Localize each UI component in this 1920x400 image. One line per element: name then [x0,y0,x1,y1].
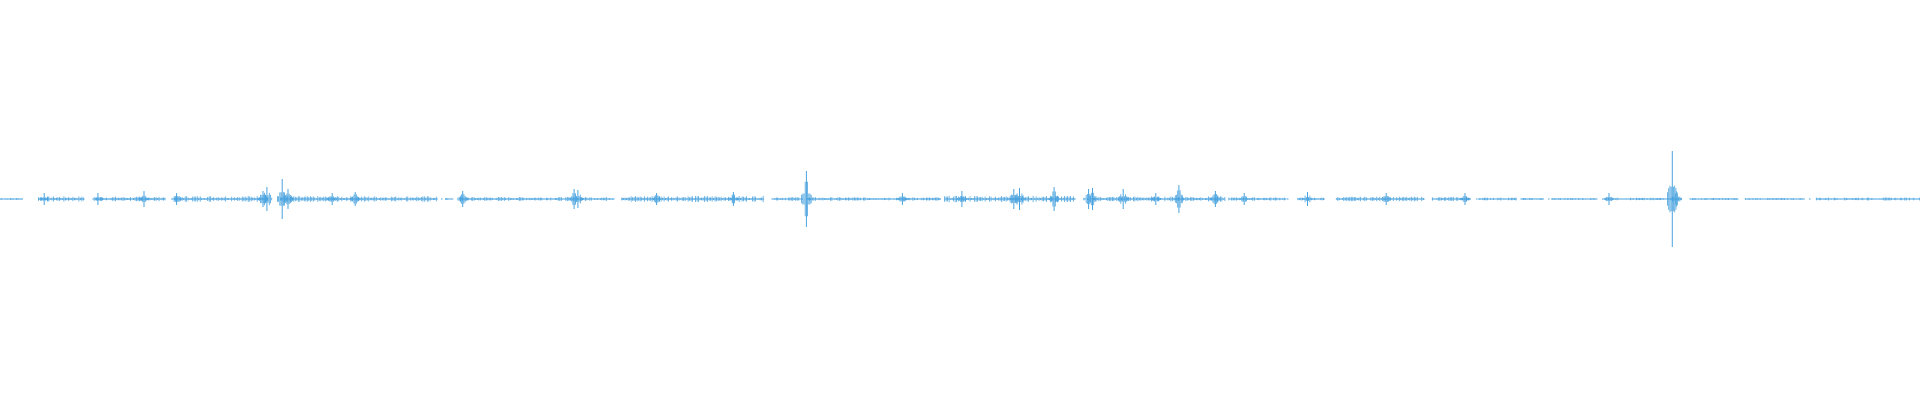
waveform-dot [1755,198,1757,200]
waveform-dot [216,198,218,200]
waveform-dot [1305,198,1307,200]
waveform-dot [1521,198,1523,200]
waveform-dot [1809,198,1811,200]
waveform-dot [1116,198,1118,200]
waveform-dot [954,198,956,200]
waveform-dot [1395,198,1397,200]
waveform-segment [806,197,941,201]
waveform-dot [153,198,155,200]
waveform-segment [1815,197,1920,201]
waveform-dot [459,198,461,200]
waveform-dot [1584,198,1586,200]
waveform-dot [1323,198,1325,200]
waveform-dot [1071,198,1073,200]
waveform-dot [405,198,407,200]
waveform-dot [945,198,947,200]
waveform-dot [855,198,857,200]
waveform-dot [1566,198,1568,200]
waveform-segment [0,198,24,200]
waveform-dot [1512,198,1514,200]
waveform-dot [441,198,443,200]
waveform-dot [1620,198,1622,200]
waveform-dot [81,198,83,200]
waveform-segment [460,196,615,202]
waveform-segment [621,195,765,203]
waveform-segment [1604,197,1682,201]
waveform-dot [324,198,326,200]
waveform-dot [189,198,191,200]
waveform-segment [1431,197,1471,201]
waveform-dot [1629,198,1631,200]
waveform-dot [1665,198,1667,200]
waveform-dot [720,198,722,200]
waveform-dot [9,198,11,200]
waveform-segment [1520,198,1544,200]
waveform-dot [387,198,389,200]
waveform-dot [54,198,56,200]
waveform-dot [1548,198,1550,200]
waveform-dot [1476,198,1478,200]
waveform-dot [639,198,641,200]
waveform-dot [1314,198,1316,200]
waveform-dot [540,198,542,200]
waveform-dot [1260,198,1262,200]
waveform-dot [1593,198,1595,200]
waveform-dot [144,198,146,200]
waveform-segment [1551,198,1598,200]
waveform-segment [771,197,803,201]
waveform-dot [909,198,911,200]
waveform-segment [1228,197,1287,201]
waveform-segment [174,195,269,203]
waveform-dot [621,198,623,200]
waveform-segment [1478,197,1517,201]
waveform-dot [1917,198,1919,200]
waveform-dot [1287,198,1289,200]
waveform-dot [1737,198,1739,200]
waveform-dot [1143,198,1145,200]
waveform-dot [1881,198,1883,200]
waveform-segment [1335,196,1425,202]
waveform-dot [1602,198,1604,200]
waveform-dot [1269,198,1271,200]
waveform-dot [792,198,794,200]
waveform-dot [1899,198,1901,200]
waveform-dot [252,198,254,200]
waveform-dot [756,198,758,200]
waveform-dot [558,198,560,200]
waveform-segment [1689,198,1738,200]
waveform-dot [63,198,65,200]
waveform-dot [342,198,344,200]
waveform-dot [1656,198,1658,200]
waveform-dot [864,198,866,200]
waveform-dot [1458,198,1460,200]
waveform-dot [1359,198,1361,200]
waveform-dot [369,198,371,200]
waveform-dot [1098,198,1100,200]
waveform-dot [1692,198,1694,200]
waveform-dot [918,198,920,200]
waveform-dot [828,198,830,200]
waveform-dot [927,198,929,200]
waveform-dot [711,198,713,200]
waveform-segment [95,196,166,202]
waveform-dot [234,198,236,200]
waveform-dot [198,198,200,200]
waveform-segment [1744,198,1805,200]
waveform-dot [207,198,209,200]
waveform-segment [444,198,454,200]
